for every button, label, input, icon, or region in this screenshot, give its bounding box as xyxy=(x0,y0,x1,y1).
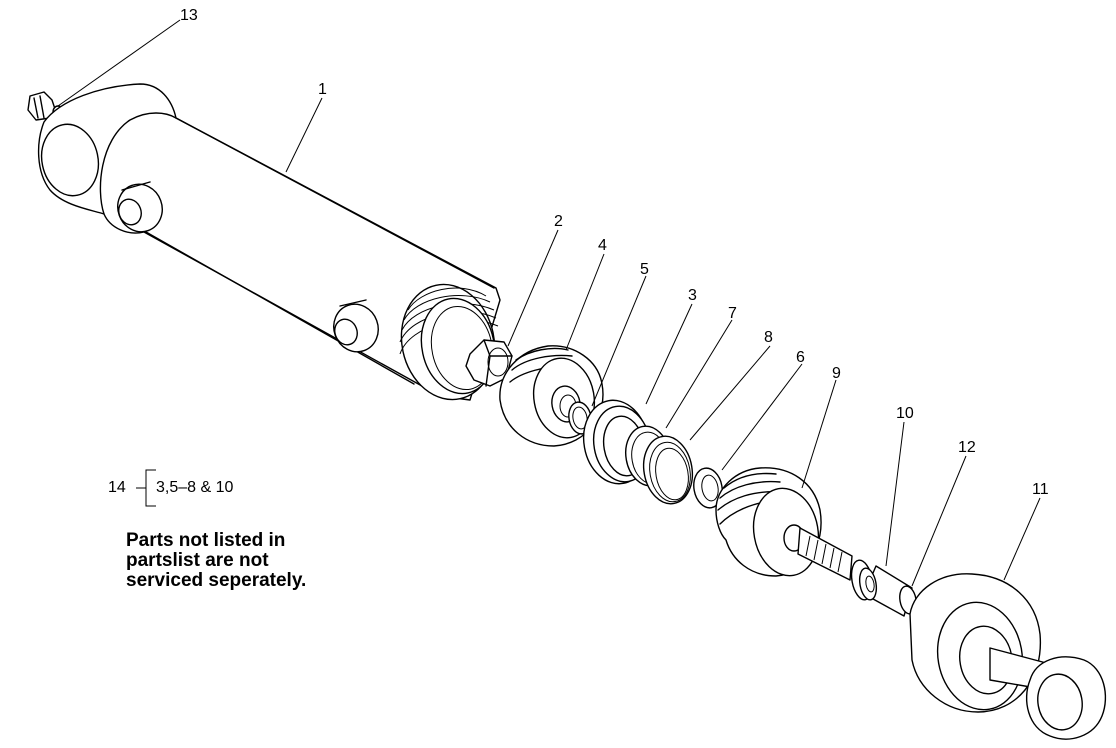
callout-2: 2 xyxy=(554,213,563,230)
part-6-seal xyxy=(693,467,723,509)
callout-12: 12 xyxy=(958,439,976,456)
part-1-cylinder-barrel xyxy=(37,83,501,401)
callout-numbers: 13 1 2 4 5 3 7 8 6 9 10 12 11 xyxy=(180,7,1049,498)
callout-leaders xyxy=(57,19,1041,587)
leader-2 xyxy=(507,229,559,347)
leader-8 xyxy=(689,345,771,441)
leader-1 xyxy=(285,97,323,173)
callout-8: 8 xyxy=(764,329,773,346)
leader-12 xyxy=(911,455,967,587)
service-note: Parts not listed in partslist are not se… xyxy=(126,531,306,591)
service-note-line-2: partslist are not xyxy=(126,550,269,571)
leader-6 xyxy=(721,363,803,471)
part-8-backup-ring xyxy=(642,435,694,505)
leader-11 xyxy=(1003,497,1041,581)
kit-bracket xyxy=(136,469,156,507)
part-10-wiper-seal xyxy=(850,559,878,601)
part-11-rod-end xyxy=(909,573,1107,740)
callout-4: 4 xyxy=(598,237,607,254)
kit-number: 14 xyxy=(108,479,126,496)
callout-3: 3 xyxy=(688,287,697,304)
service-note-line-3: serviced seperately. xyxy=(126,570,307,591)
leader-7 xyxy=(665,319,733,429)
part-2-hex-nut xyxy=(465,339,513,387)
leader-3 xyxy=(645,303,693,405)
callout-13: 13 xyxy=(180,7,198,24)
callout-1: 1 xyxy=(318,81,327,98)
service-note-line-1: Parts not listed in xyxy=(126,530,286,551)
leader-4 xyxy=(565,253,605,351)
part-12-piston-rod xyxy=(797,527,917,617)
leader-10 xyxy=(885,421,905,567)
leader-13 xyxy=(57,19,181,107)
callout-10: 10 xyxy=(896,405,914,422)
leader-5 xyxy=(591,275,647,407)
callout-6: 6 xyxy=(796,349,805,366)
callout-7: 7 xyxy=(728,305,737,322)
callout-11: 11 xyxy=(1032,481,1049,498)
kit-contents: 3,5–8 & 10 xyxy=(156,479,234,496)
leader-9 xyxy=(801,379,837,489)
part-9-piston xyxy=(715,467,822,577)
callout-5: 5 xyxy=(640,261,649,278)
callout-9: 9 xyxy=(832,365,841,382)
